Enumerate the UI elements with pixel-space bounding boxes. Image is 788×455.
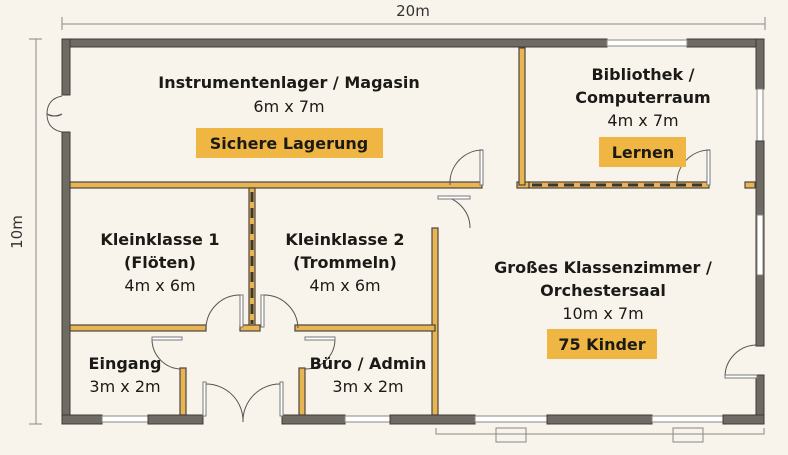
room-size: 3m x 2m — [89, 377, 160, 396]
doors — [46, 95, 758, 423]
room-name-line1: Kleinklasse 2 — [285, 230, 404, 249]
room-name: Eingang — [89, 354, 162, 373]
room-size: 4m x 6m — [124, 276, 195, 295]
outer-walls — [61, 38, 765, 425]
room-size: 10m x 7m — [562, 304, 643, 323]
room-name-line1: Kleinklasse 1 — [100, 230, 219, 249]
room-name-line1: Bibliothek / — [591, 65, 694, 84]
room-instrumentenlager: Instrumentenlager / Magasin 6m x 7m Sich… — [158, 73, 420, 158]
room-name-line2: (Flöten) — [124, 253, 196, 272]
room-tag-bg — [196, 128, 383, 158]
room-size: 4m x 7m — [607, 111, 678, 130]
room-tag-bg — [547, 329, 657, 359]
room-buero: Büro / Admin 3m x 2m — [310, 354, 427, 396]
room-kleinklasse-2: Kleinklasse 2 (Trommeln) 4m x 6m — [285, 230, 404, 295]
dimension-width: 20m — [61, 2, 766, 30]
room-name: Büro / Admin — [310, 354, 427, 373]
width-label: 20m — [396, 2, 430, 20]
room-name-line2: (Trommeln) — [293, 253, 397, 272]
dimension-height: 10m — [8, 38, 42, 425]
room-name-line1: Großes Klassenzimmer / — [494, 258, 712, 277]
room-kleinklasse-1: Kleinklasse 1 (Flöten) 4m x 6m — [100, 230, 219, 295]
room-eingang: Eingang 3m x 2m — [89, 354, 162, 396]
room-orchestersaal: Großes Klassenzimmer / Orchestersaal 10m… — [494, 258, 712, 359]
room-tag: 75 Kinder — [558, 335, 645, 354]
room-name: Instrumentenlager / Magasin — [158, 73, 419, 92]
terrace-outline — [435, 427, 765, 443]
room-bibliothek: Bibliothek / Computerraum 4m x 7m Lernen — [575, 65, 711, 167]
room-size: 6m x 7m — [253, 97, 324, 116]
room-tag: Sichere Lagerung — [210, 134, 368, 153]
room-tag: Lernen — [612, 143, 675, 162]
room-tag-bg — [599, 137, 686, 167]
room-size: 3m x 2m — [332, 377, 403, 396]
room-name-line2: Computerraum — [575, 88, 710, 107]
height-label: 10m — [8, 215, 26, 249]
room-name-line2: Orchestersaal — [540, 281, 666, 300]
room-size: 4m x 6m — [309, 276, 380, 295]
